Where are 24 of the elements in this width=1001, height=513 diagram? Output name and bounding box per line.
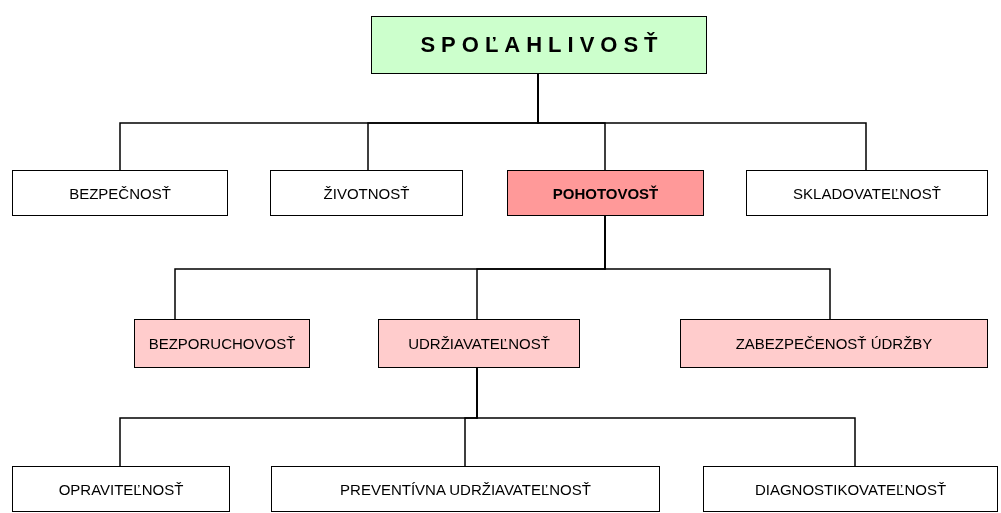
box-label: SKLADOVATEĽNOSŤ — [793, 184, 941, 202]
box-label: BEZPORUCHOVOSŤ — [148, 335, 296, 352]
box-label: OPRAVITEĽNOSŤ — [58, 480, 184, 498]
connector-line — [476, 367, 856, 467]
concept-box — [703, 466, 998, 512]
box-label: SPOĽAHLIVOSŤ — [420, 32, 664, 58]
concept-box — [378, 319, 580, 368]
concept-box — [271, 466, 660, 512]
root-box — [371, 16, 707, 74]
concept-box — [12, 170, 228, 216]
connector-line — [604, 215, 831, 320]
box-label: ZABEZPEČENOSŤ ÚDRŽBY — [735, 335, 933, 352]
concept-box — [746, 170, 988, 216]
concept-box — [12, 466, 230, 512]
concept-box — [507, 170, 704, 216]
concept-box — [680, 319, 988, 368]
box-label: ŽIVOTNOSŤ — [323, 184, 410, 202]
box-label: UDRŽIAVATEĽNOSŤ — [408, 335, 550, 352]
box-label: POHOTOVOSŤ — [552, 184, 659, 202]
concept-box — [134, 319, 310, 368]
concept-box — [270, 170, 463, 216]
box-label: BEZPEČNOSŤ — [69, 184, 171, 202]
box-label: PREVENTÍVNA UDRŽIAVATEĽNOSŤ — [340, 480, 591, 498]
box-label: DIAGNOSTIKOVATEĽNOSŤ — [754, 480, 947, 498]
